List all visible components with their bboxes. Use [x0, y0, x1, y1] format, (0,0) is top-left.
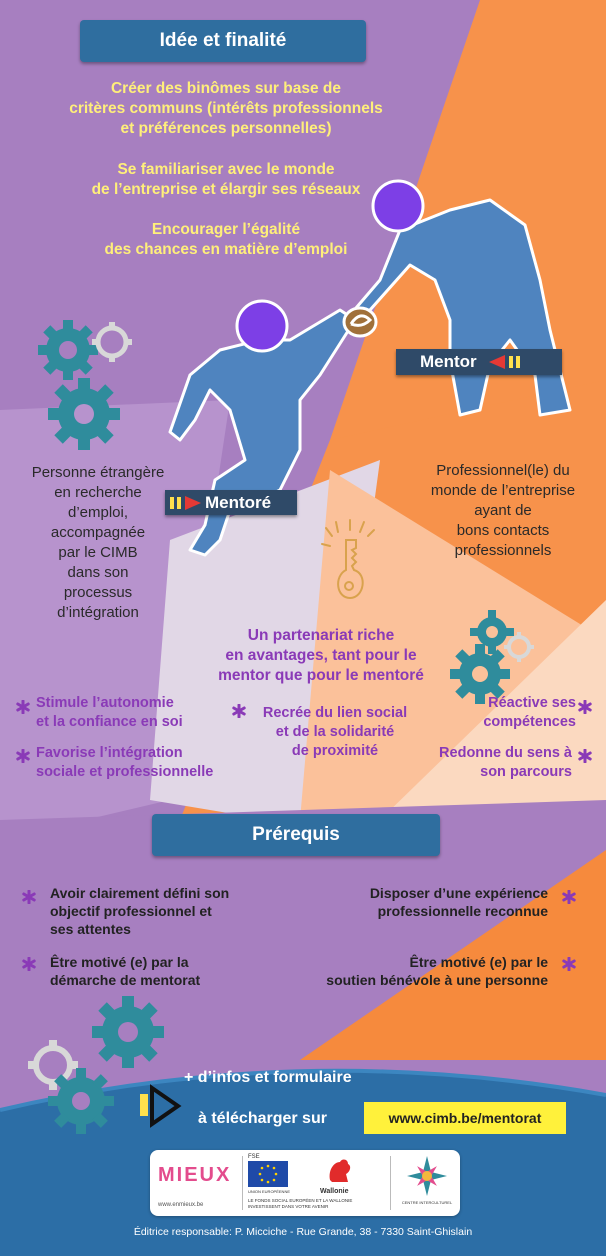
asterisk-icon — [578, 749, 592, 763]
key-icon — [321, 519, 375, 600]
fse-caption: LE FONDS SOCIAL EUROPÉEN ET LA WALLONIE … — [248, 1198, 353, 1209]
prerequisite-item: Avoir clairement défini son objectif pro… — [50, 885, 230, 937]
gear-icon — [48, 1068, 114, 1134]
arrow-left-icon — [488, 355, 520, 369]
gear-icon — [504, 632, 534, 662]
section-title-prerequis: Prérequis — [152, 814, 440, 856]
gear-icon — [92, 322, 132, 362]
goal-text: Encourager l’égalité des chances en mati… — [104, 221, 348, 258]
asterisk-icon — [16, 749, 30, 763]
mentore-tag: Mentoré — [165, 490, 297, 515]
asterisk-icon — [16, 700, 30, 714]
gear-icon — [48, 378, 120, 450]
wallonie-label: Wallonie — [320, 1188, 349, 1195]
prerequisite-item: Disposer d’une expérience professionnell… — [369, 885, 548, 919]
eu-flag-icon — [248, 1161, 288, 1187]
gear-icon — [92, 996, 164, 1068]
mieux-logo: MIEUX www.enmieux.be — [158, 1164, 232, 1208]
benefit-item: Stimule l’autonomie et la confiance en s… — [36, 695, 183, 730]
asterisk-icon — [22, 890, 36, 904]
arrow-right-icon — [170, 495, 201, 510]
gear-icon — [38, 320, 98, 380]
mentor-description: Professionnel(le) du monde de l’entrepri… — [430, 462, 576, 559]
partnership-headline: Un partenariat riche en avantages, tant … — [218, 627, 424, 684]
prerequisite-item: Être motivé (e) par la démarche de mento… — [50, 954, 201, 988]
editor-line: Éditrice responsable: P. Micciche - Rue … — [133, 1226, 473, 1238]
asterisk-icon — [578, 700, 592, 714]
page-title: Idée et finalité — [80, 20, 366, 62]
partner-logos: MIEUX www.enmieux.be FSE UNION EUROPÉENN… — [150, 1150, 460, 1216]
benefit-item: Redonne du sens à son parcours — [439, 745, 572, 780]
mentore-description: Personne étrangère en recherche d’emploi… — [31, 464, 165, 621]
mentore-head — [235, 299, 289, 353]
asterisk-icon — [562, 890, 576, 904]
asterisk-icon — [232, 704, 246, 718]
mentor-tag: Mentor — [396, 349, 562, 375]
cimb-logo: CENTRE INTERCULTUREL — [400, 1154, 454, 1212]
asterisk-icon — [22, 957, 36, 971]
infos-line: + d’infos et formulaire — [184, 1069, 352, 1086]
compass-icon — [407, 1156, 447, 1196]
gear-icon — [450, 644, 510, 704]
website-link[interactable]: www.cimb.be/mentorat — [364, 1102, 566, 1134]
goal-text: Créer des binômes sur base de critères c… — [69, 80, 383, 137]
asterisk-icon — [562, 957, 576, 971]
mentore-label: Mentoré — [205, 492, 272, 512]
handshake-icon — [342, 306, 378, 338]
benefit-item: Recrée du lien social et de la solidarit… — [262, 705, 408, 759]
mentor-label: Mentor — [420, 352, 477, 371]
divider — [390, 1156, 391, 1210]
play-arrow-icon — [140, 1084, 182, 1128]
rooster-icon — [324, 1156, 354, 1190]
divider — [242, 1156, 243, 1210]
prerequisite-item: Être motivé (e) par le soutien bénévole … — [326, 954, 548, 988]
fse-logo: FSE UNION EUROPÉENNE — [248, 1154, 291, 1194]
goal-text: Se familiariser avec le monde de l’entre… — [91, 161, 361, 198]
mentor-head — [371, 179, 425, 233]
download-line: à télécharger sur — [198, 1110, 327, 1127]
benefit-item: Favorise l’intégration sociale et profes… — [36, 745, 214, 780]
gear-icon — [28, 1040, 78, 1090]
gear-icon — [470, 610, 514, 654]
benefit-item: Réactive ses compétences — [483, 695, 576, 730]
